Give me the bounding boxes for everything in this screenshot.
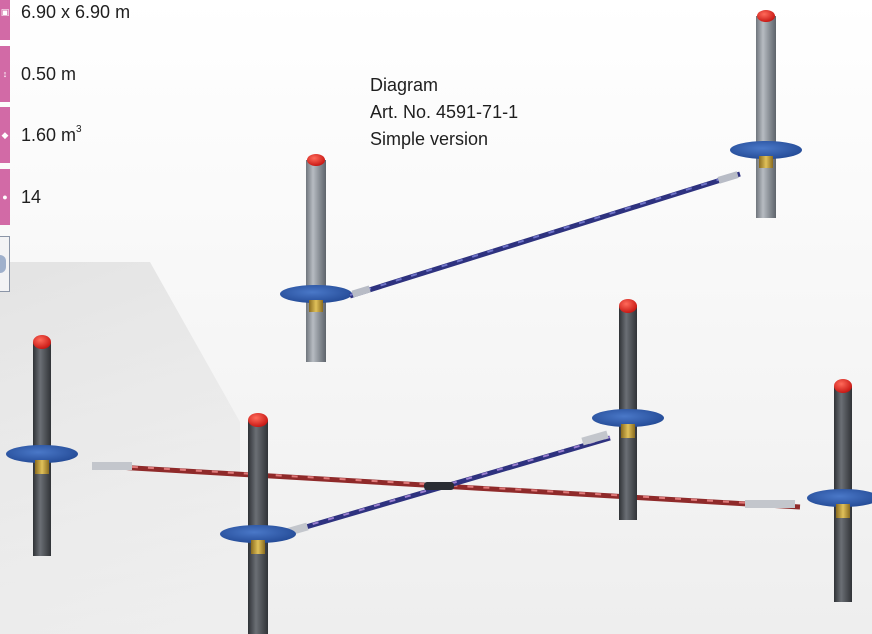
post-collar bbox=[759, 156, 773, 168]
post-collar bbox=[251, 540, 265, 554]
rope-tensioner bbox=[92, 462, 132, 470]
caption-article-number: Art. No. 4591-71-1 bbox=[370, 102, 519, 122]
rope-tensioner bbox=[351, 285, 371, 298]
post-upper-left bbox=[280, 154, 352, 362]
post-cap bbox=[248, 413, 268, 427]
spec-area: ▣ 6.90 x 6.90 m bbox=[0, 0, 130, 40]
platform-disc bbox=[6, 445, 78, 463]
post-collar bbox=[35, 460, 49, 474]
platform-disc bbox=[730, 141, 802, 159]
spec-fall-height: ↕ 0.50 m bbox=[0, 46, 76, 102]
post-back-center bbox=[592, 299, 664, 520]
spec-volume-superscript: 3 bbox=[76, 124, 82, 135]
caption-version: Simple version bbox=[370, 129, 489, 149]
post-collar bbox=[621, 424, 635, 438]
rope-tensioner bbox=[581, 430, 609, 446]
caption-title: Diagram bbox=[370, 75, 439, 95]
spec-users-value: 14 bbox=[21, 186, 42, 207]
rope-blue bbox=[281, 430, 611, 538]
platform-disc bbox=[807, 489, 872, 507]
rope-tensioner bbox=[717, 171, 739, 184]
caption: Diagram Art. No. 4591-71-1 Simple versio… bbox=[370, 72, 518, 153]
post-collar bbox=[836, 504, 850, 518]
spec-users: ● 14 bbox=[0, 169, 41, 225]
platform-disc bbox=[592, 409, 664, 427]
spec-volume: ◆ 1.60 m3 bbox=[0, 107, 82, 163]
fall-height-icon: ↕ bbox=[0, 46, 10, 102]
platform-disc bbox=[280, 285, 352, 303]
post-far-right bbox=[807, 379, 872, 602]
post-far-left bbox=[6, 335, 78, 556]
rope-crossing-clamp bbox=[424, 482, 454, 490]
rope-tensioner bbox=[745, 500, 795, 508]
post-cap bbox=[619, 299, 637, 313]
rope-upper bbox=[349, 171, 741, 299]
post-upper-right bbox=[730, 10, 802, 218]
volume-icon: ◆ bbox=[0, 107, 10, 163]
spec-volume-value: 1.60 m3 bbox=[21, 124, 82, 145]
spec-fall-height-value: 0.50 m bbox=[21, 63, 77, 84]
post-cap bbox=[33, 335, 51, 349]
certification-badge-icon bbox=[0, 236, 10, 292]
post-collar bbox=[309, 300, 323, 312]
post-cap bbox=[757, 10, 775, 22]
platform-disc bbox=[220, 525, 296, 543]
users-icon: ● bbox=[0, 169, 10, 225]
post-front-center bbox=[220, 413, 296, 634]
spec-area-value: 6.90 x 6.90 m bbox=[21, 1, 131, 22]
area-icon: ▣ bbox=[0, 0, 10, 40]
post-cap bbox=[834, 379, 852, 393]
post-cap bbox=[307, 154, 325, 166]
